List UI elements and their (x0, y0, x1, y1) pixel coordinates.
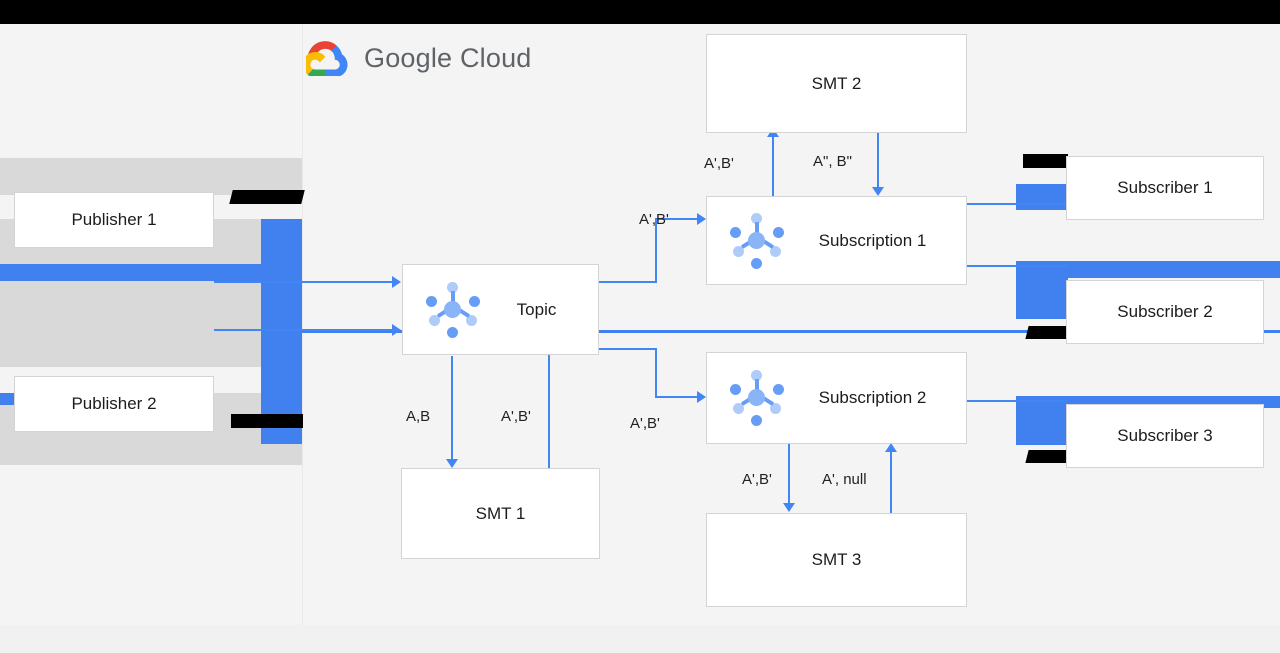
edge-publisher1-topic-line (214, 281, 394, 283)
node-subscription-1-label: Subscription 1 (818, 230, 927, 250)
edge-topic-smt1-arrowhead (446, 459, 458, 468)
top-black-bar (0, 0, 1280, 24)
edge-smt3-sub2-line (890, 450, 892, 515)
node-topic[interactable]: Topic (402, 264, 599, 355)
node-topic-label: Topic (516, 299, 557, 319)
node-subscriber-1-label: Subscriber 1 (1117, 178, 1213, 197)
edge-topic-sub1-seg3 (655, 218, 699, 220)
edge-publisher2-topic-line (214, 329, 394, 331)
node-smt-3-label: SMT 3 (811, 550, 862, 569)
bottom-band (0, 625, 1280, 653)
edge-smt2-sub1-arrowhead (872, 187, 884, 196)
pubsub-icon (729, 370, 785, 426)
edge-topic-sub1-arrowhead (697, 213, 706, 225)
edge-topic-sub2-arrowhead (697, 391, 706, 403)
node-smt-2[interactable]: SMT 2 (706, 34, 967, 133)
node-subscriber-2-label: Subscriber 2 (1117, 302, 1213, 321)
edge-label-smt1-to-topic: A',B' (501, 408, 531, 425)
edge-sub2-subscriber3-line (967, 400, 1067, 402)
edge-topic-sub2-seg3 (655, 396, 699, 398)
node-smt-1-label: SMT 1 (475, 503, 526, 523)
render-artifact-blue-thin-1 (261, 330, 1280, 333)
node-smt-2-label: SMT 2 (811, 73, 862, 93)
node-subscriber-3-label: Subscriber 3 (1117, 426, 1213, 445)
edge-sub2-smt3-line (788, 443, 790, 505)
edge-label-topic-to-smt1: A,B (406, 408, 431, 425)
render-artifact-blue-block-1 (261, 219, 302, 330)
edge-topic-sub2-seg2 (655, 348, 657, 398)
render-artifact-black-bar-3 (1023, 154, 1068, 168)
edge-sub2-smt3-arrowhead (783, 503, 795, 512)
node-subscriber-3[interactable]: Subscriber 3 (1066, 404, 1264, 468)
edge-label-sub1-to-smt2: A',B' (704, 155, 734, 172)
render-artifact-blue-block-5 (1016, 396, 1068, 445)
pubsub-icon (425, 281, 481, 338)
edge-topic-smt1-line (451, 356, 453, 461)
edge-label-smt3-to-sub2: A', null (822, 471, 867, 488)
node-smt-1[interactable]: SMT 1 (401, 468, 600, 559)
node-publisher-2[interactable]: Publisher 2 (14, 376, 214, 432)
node-subscription-2[interactable]: Subscription 2 (706, 352, 967, 444)
node-subscriber-2[interactable]: Subscriber 2 (1066, 280, 1264, 344)
render-artifact-black-bar-5 (1025, 450, 1071, 463)
google-cloud-wordmark: Google Cloud (364, 43, 532, 74)
edge-label-topic-to-sub1: A',B' (639, 211, 669, 228)
edge-smt1-topic-line (548, 330, 550, 468)
node-subscription-1[interactable]: Subscription 1 (706, 196, 967, 285)
edge-smt2-sub1-line (877, 130, 879, 190)
edge-smt3-sub2-arrowhead (885, 443, 897, 452)
node-publisher-2-label: Publisher 2 (71, 394, 157, 413)
node-publisher-1[interactable]: Publisher 1 (14, 192, 214, 248)
node-smt-3[interactable]: SMT 3 (706, 513, 967, 607)
edge-label-sub2-to-smt3: A',B' (742, 471, 772, 488)
render-artifact-black-bar-1 (229, 190, 305, 204)
wordmark-google: Google (364, 42, 453, 73)
node-publisher-1-label: Publisher 1 (71, 210, 157, 229)
edge-publisher2-topic-arrowhead (392, 324, 401, 336)
render-artifact-blue-block-3 (1016, 184, 1068, 210)
edge-label-topic-to-sub2: A',B' (630, 415, 660, 432)
node-subscriber-1[interactable]: Subscriber 1 (1066, 156, 1264, 220)
pubsub-icon (729, 212, 785, 269)
render-artifact-blue-bar-3 (1016, 261, 1280, 278)
google-cloud-logo-icon (306, 41, 348, 76)
node-subscription-2-label: Subscription 2 (818, 388, 927, 407)
edge-sub1-smt2-line (772, 136, 774, 198)
wordmark-cloud: Cloud (459, 42, 532, 73)
edge-sub1-subscriber2-line (967, 265, 1067, 267)
edge-publisher1-topic-arrowhead (392, 276, 401, 288)
edge-topic-sub2-seg1 (599, 348, 657, 350)
edge-topic-sub1-seg1 (599, 281, 657, 283)
panel-divider (302, 24, 303, 625)
render-artifact-black-bar-4 (1025, 326, 1071, 339)
render-artifact-blue-bar-1 (0, 264, 261, 281)
edge-topic-sub1-seg2 (655, 219, 657, 282)
render-artifact-black-bar-2 (231, 414, 303, 428)
edge-label-smt2-to-sub1: A", B" (813, 153, 852, 170)
render-artifact-blue-block-4 (1016, 261, 1068, 319)
edge-sub1-subscriber1-line (967, 203, 1067, 205)
google-cloud-logo: Google Cloud (306, 40, 532, 76)
